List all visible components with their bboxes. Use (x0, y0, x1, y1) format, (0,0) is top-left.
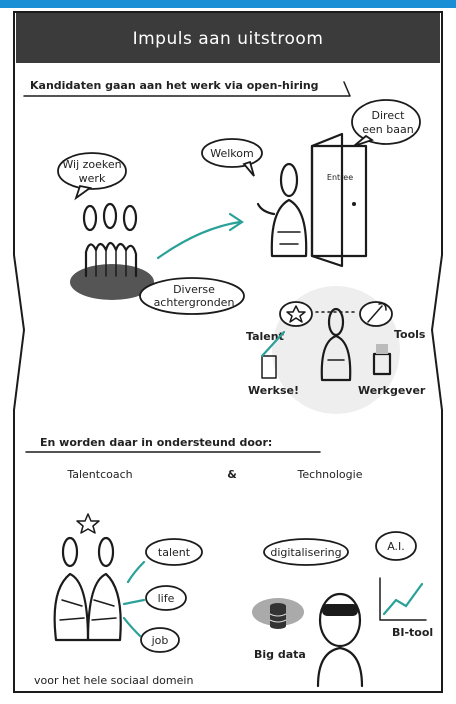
footer-sociaal-domein: voor het hele sociaal domein (34, 674, 193, 687)
support-arrow-3 (122, 616, 142, 638)
svg-text:digitalisering: digitalisering (270, 546, 341, 559)
bubble-life: life (145, 585, 187, 611)
svg-text:Welkom: Welkom (210, 147, 253, 160)
entrance-door: Entree (310, 132, 368, 268)
svg-text:Diverse: Diverse (173, 283, 215, 296)
svg-text:werk: werk (79, 172, 106, 185)
transition-arrow (156, 220, 242, 260)
svg-text:A.I.: A.I. (387, 540, 405, 553)
label-werkse: Werkse! (248, 384, 299, 397)
bubble-wij-zoeken: Wij zoeken werk (57, 152, 127, 201)
svg-text:life: life (158, 592, 175, 605)
bubble-direct-een-baan: Direct een baan (351, 99, 421, 147)
werkse-figure (260, 330, 286, 379)
host-person (256, 162, 308, 258)
bubble-ai: A.I. (375, 531, 417, 561)
bubble-digitalisering: digitalisering (263, 538, 349, 566)
support-arrow-2 (122, 598, 146, 606)
transition-arrowhead (228, 212, 244, 232)
label-talent: Talent (246, 330, 284, 343)
label-werkgever: Werkgever (358, 384, 426, 397)
coach-figures (53, 513, 122, 642)
section2-heading: En worden daar in ondersteund door: (40, 436, 272, 449)
svg-text:achtergronden: achtergronden (154, 296, 235, 309)
svg-text:Direct: Direct (372, 109, 406, 122)
werkgever-figure (372, 344, 392, 376)
page-outline (13, 11, 443, 693)
bubble-diverse-achtergronden: Diverse achtergronden (139, 277, 245, 315)
svg-text:Wij zoeken: Wij zoeken (62, 158, 121, 171)
col-talentcoach: Talentcoach (66, 468, 132, 481)
bubble-welkom: Welkom (201, 138, 263, 177)
vr-person (316, 592, 364, 688)
tools-thought-bubble (359, 301, 393, 327)
svg-text:een baan: een baan (362, 123, 413, 136)
top-accent-bar (0, 0, 456, 8)
door-sign: Entree (327, 173, 353, 182)
center-person (320, 307, 352, 382)
col-technologie: Technologie (297, 468, 363, 481)
talent-thought-bubble (279, 301, 313, 327)
label-big-data: Big data (254, 648, 306, 661)
bubble-job: job (140, 627, 180, 653)
ampersand: & (227, 468, 237, 481)
section1-underline (23, 81, 351, 97)
label-tools: Tools (394, 328, 426, 341)
bi-chart-icon (379, 577, 427, 621)
svg-text:talent: talent (158, 546, 191, 559)
svg-text:job: job (151, 634, 169, 647)
page-title: Impuls aan uitstroom (133, 29, 324, 49)
candidates-group (70, 202, 154, 300)
big-data-icon (252, 598, 304, 629)
section1-heading: Kandidaten gaan aan het werk via open-hi… (30, 79, 319, 92)
bubble-talent: talent (145, 538, 203, 566)
header-band (16, 13, 440, 63)
support-arrow-1 (126, 560, 146, 584)
label-bi-tool: BI-tool (392, 626, 433, 639)
